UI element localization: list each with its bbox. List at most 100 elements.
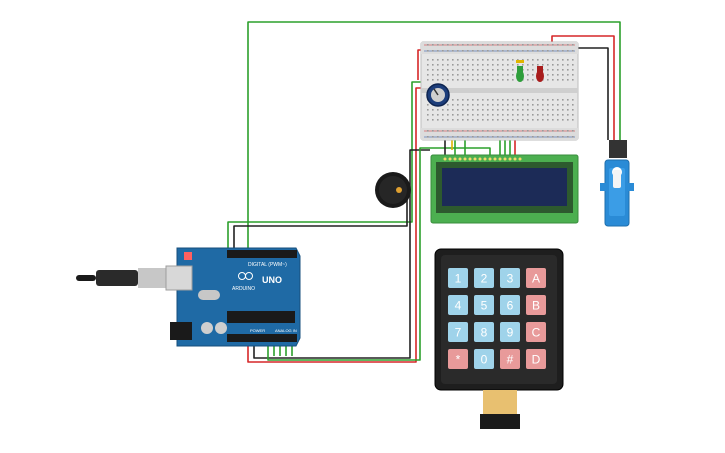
breadboard-hole[interactable] [487, 119, 489, 121]
lcd-pin[interactable] [468, 157, 472, 161]
breadboard-hole[interactable] [432, 79, 434, 81]
breadboard-hole[interactable] [562, 64, 564, 66]
breadboard-hole[interactable] [532, 50, 534, 52]
breadboard-hole[interactable] [567, 69, 569, 71]
breadboard-hole[interactable] [562, 44, 564, 46]
keypad-key-face[interactable] [526, 349, 546, 369]
breadboard-hole[interactable] [552, 44, 554, 46]
breadboard-hole[interactable] [557, 119, 559, 121]
keypad-key-face[interactable] [526, 295, 546, 315]
breadboard-hole[interactable] [507, 99, 509, 101]
breadboard-hole[interactable] [502, 44, 504, 46]
breadboard-hole[interactable] [497, 119, 499, 121]
breadboard-hole[interactable] [462, 59, 464, 61]
breadboard-hole[interactable] [432, 119, 434, 121]
lcd-display[interactable] [430, 154, 579, 224]
breadboard-hole[interactable] [432, 44, 434, 46]
breadboard-hole[interactable] [507, 104, 509, 106]
breadboard-hole[interactable] [467, 64, 469, 66]
breadboard-hole[interactable] [572, 130, 574, 132]
breadboard-hole[interactable] [447, 114, 449, 116]
breadboard-hole[interactable] [537, 109, 539, 111]
breadboard-hole[interactable] [542, 114, 544, 116]
breadboard-hole[interactable] [492, 69, 494, 71]
breadboard-hole[interactable] [532, 74, 534, 76]
breadboard-hole[interactable] [567, 119, 569, 121]
breadboard-hole[interactable] [502, 114, 504, 116]
breadboard-hole[interactable] [557, 99, 559, 101]
breadboard-hole[interactable] [527, 44, 529, 46]
breadboard-hole[interactable] [567, 130, 569, 132]
breadboard-hole[interactable] [472, 79, 474, 81]
breadboard-hole[interactable] [477, 44, 479, 46]
breadboard-hole[interactable] [512, 130, 514, 132]
breadboard-hole[interactable] [427, 69, 429, 71]
breadboard-hole[interactable] [472, 99, 474, 101]
breadboard-hole[interactable] [462, 136, 464, 138]
breadboard-hole[interactable] [427, 114, 429, 116]
keypad-key[interactable]: C [526, 322, 546, 342]
breadboard-hole[interactable] [462, 99, 464, 101]
breadboard-hole[interactable] [567, 99, 569, 101]
breadboard-hole[interactable] [537, 114, 539, 116]
breadboard-hole[interactable] [482, 109, 484, 111]
servo-motor[interactable] [600, 140, 634, 227]
breadboard-hole[interactable] [427, 119, 429, 121]
breadboard-hole[interactable] [437, 79, 439, 81]
breadboard-hole[interactable] [482, 99, 484, 101]
breadboard-hole[interactable] [527, 79, 529, 81]
breadboard-hole[interactable] [517, 59, 519, 61]
breadboard-hole[interactable] [512, 104, 514, 106]
breadboard-hole[interactable] [437, 130, 439, 132]
breadboard-hole[interactable] [452, 114, 454, 116]
keypad-key-face[interactable] [448, 322, 468, 342]
breadboard-hole[interactable] [457, 136, 459, 138]
keypad-key-face[interactable] [448, 268, 468, 288]
keypad-key[interactable]: A [526, 268, 546, 288]
breadboard-hole[interactable] [517, 130, 519, 132]
breadboard-hole[interactable] [452, 130, 454, 132]
breadboard-hole[interactable] [532, 119, 534, 121]
breadboard-hole[interactable] [507, 114, 509, 116]
breadboard-hole[interactable] [437, 50, 439, 52]
breadboard-hole[interactable] [507, 136, 509, 138]
breadboard-hole[interactable] [432, 114, 434, 116]
breadboard-hole[interactable] [472, 50, 474, 52]
breadboard-hole[interactable] [452, 104, 454, 106]
breadboard-hole[interactable] [522, 104, 524, 106]
breadboard-hole[interactable] [512, 109, 514, 111]
breadboard-hole[interactable] [522, 109, 524, 111]
breadboard-hole[interactable] [512, 64, 514, 66]
breadboard-hole[interactable] [457, 114, 459, 116]
breadboard-hole[interactable] [527, 74, 529, 76]
breadboard-hole[interactable] [432, 109, 434, 111]
breadboard-hole[interactable] [467, 119, 469, 121]
wire-green-top[interactable] [247, 21, 621, 252]
breadboard-hole[interactable] [532, 79, 534, 81]
breadboard-hole[interactable] [527, 50, 529, 52]
breadboard-hole[interactable] [432, 69, 434, 71]
breadboard-hole[interactable] [557, 44, 559, 46]
breadboard-hole[interactable] [482, 119, 484, 121]
keypad-key[interactable]: * [448, 349, 468, 369]
breadboard-hole[interactable] [497, 74, 499, 76]
breadboard-hole[interactable] [572, 59, 574, 61]
breadboard-hole[interactable] [517, 44, 519, 46]
breadboard-hole[interactable] [457, 50, 459, 52]
breadboard-hole[interactable] [517, 104, 519, 106]
breadboard-hole[interactable] [457, 79, 459, 81]
breadboard-hole[interactable] [457, 104, 459, 106]
breadboard-hole[interactable] [522, 64, 524, 66]
breadboard-hole[interactable] [492, 109, 494, 111]
keypad-key-face[interactable] [448, 349, 468, 369]
breadboard-hole[interactable] [497, 136, 499, 138]
breadboard-hole[interactable] [507, 64, 509, 66]
keypad-key-face[interactable] [474, 268, 494, 288]
lcd-pin[interactable] [458, 157, 462, 161]
breadboard-hole[interactable] [517, 64, 519, 66]
breadboard-hole[interactable] [527, 64, 529, 66]
breadboard-hole[interactable] [552, 99, 554, 101]
breadboard-hole[interactable] [537, 130, 539, 132]
breadboard-hole[interactable] [467, 109, 469, 111]
breadboard-hole[interactable] [512, 79, 514, 81]
